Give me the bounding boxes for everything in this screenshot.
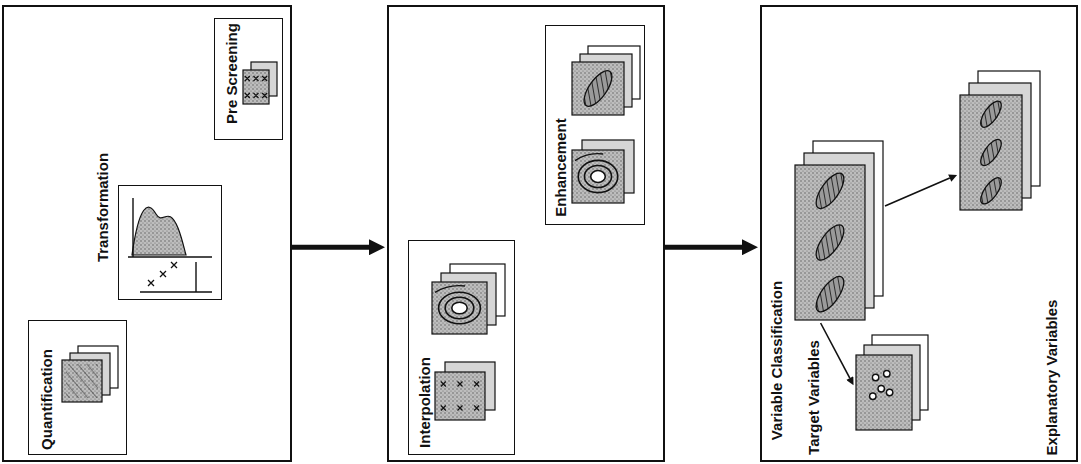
map-card [795,165,865,320]
stage-label: Explanatory Variables [1043,299,1060,455]
contour-line [578,160,618,192]
histogram-curve [132,207,186,255]
target-point [886,389,892,395]
target-point [872,374,878,380]
stage-panel: Interpolation Enhancement [387,5,665,462]
illustration-group [62,46,1040,430]
stage-label: Pre Screening [222,23,239,124]
layer-stack: Target Variables [854,330,930,432]
anomaly-shape [977,175,1005,208]
scatter-axes [140,262,212,292]
map-stack [795,141,883,320]
chart-axes [128,198,212,257]
map-stack [960,71,1040,210]
anomaly-shape [811,221,849,265]
contour-line [584,165,611,187]
flow-arrow [885,178,950,206]
contour-line [452,302,467,314]
scatter-marks [148,262,177,286]
stage-label: Transformation [94,153,111,262]
contour-line [435,286,465,293]
process-box: Quantification [28,320,127,455]
anomaly-shape [977,136,1005,169]
stage-label: Enhancement [552,118,569,216]
map-card [243,70,269,104]
anomaly-shape [579,66,617,110]
texture [66,364,98,398]
stage-panel: Quantification Transformation Pre Screenin… [2,5,292,462]
map-stack [432,264,505,334]
contour-line [591,171,606,183]
contour-line [575,154,603,161]
process-box: Pre Screening [214,18,283,140]
target-point [884,371,890,377]
stage-label: Target Variables [804,340,821,455]
stage-label: Variable Classification [768,281,785,440]
process-box: Interpolation [408,240,515,455]
stage-panel: Variable ClassificationExplanatory Varia… [760,5,1078,462]
sample-marks [245,76,267,98]
flow-arrow [665,245,742,250]
stage-label: Interpolation [415,357,432,448]
map-card [432,282,487,334]
map-stack [856,335,928,430]
anomaly-shape [811,272,849,316]
map-card [572,62,624,115]
flow-arrow [292,245,369,250]
map-stack [572,140,634,203]
anomaly-shape [977,98,1005,131]
stage-label: Quantification [37,349,54,450]
map-stack [62,346,118,402]
map-card [856,355,912,430]
layer-stack: Variable Classification [793,128,885,323]
map-stack [435,362,495,420]
process-box: Enhancement [545,25,645,225]
sample-marks [441,382,479,411]
contour-line [445,297,474,319]
map-stack [572,46,640,115]
layer-stack: Explanatory Variables [958,62,1044,212]
flow-arrow [821,323,850,378]
anomaly-shape [811,169,849,213]
target-point [878,386,884,392]
map-card [62,360,102,402]
map-card [572,150,624,203]
map-stack [243,62,277,104]
map-card [960,95,1022,210]
map-card [435,372,485,420]
target-point [870,393,876,399]
process-box: Transformation [118,185,222,300]
contour-line [439,292,481,324]
